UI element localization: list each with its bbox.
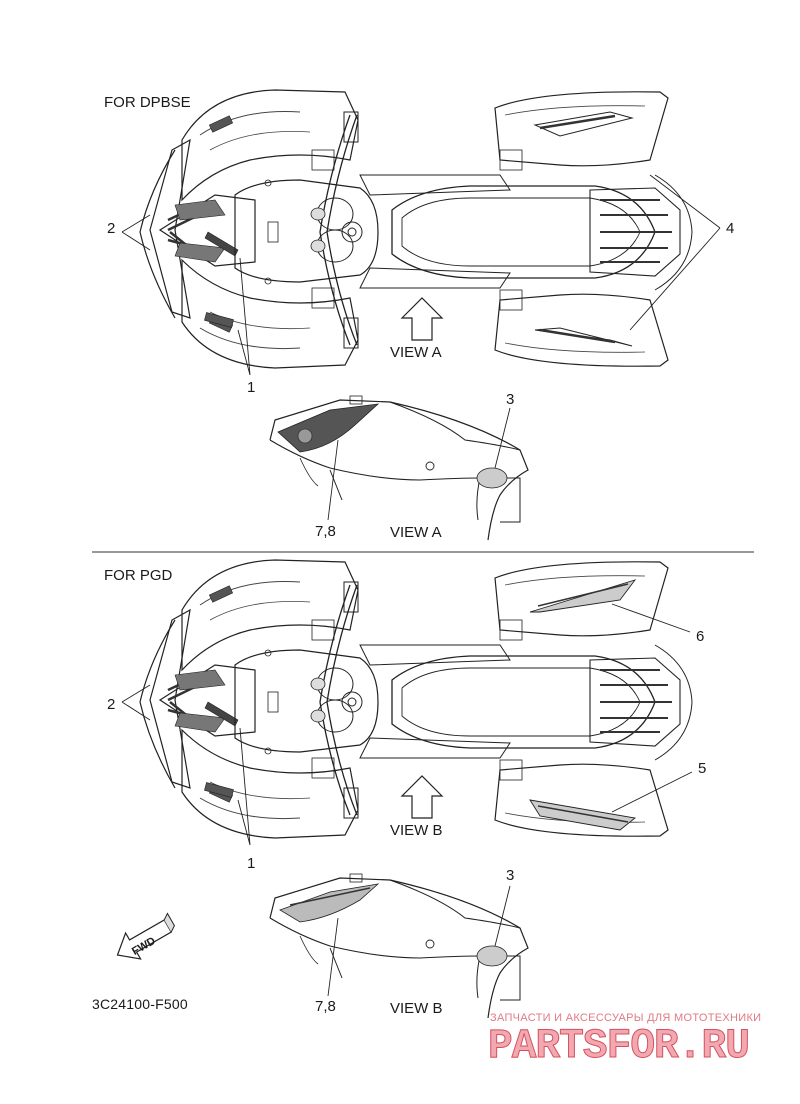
rear-decal-upper-a	[533, 111, 634, 137]
decal-3-b	[476, 945, 508, 967]
callout-2-b: 2	[107, 696, 116, 713]
view-a-arrow-icon	[400, 297, 444, 341]
rear-decal-6-b	[529, 579, 637, 613]
fwd-arrow-icon	[116, 912, 175, 960]
callout-1-a: 1	[247, 379, 256, 396]
section-a-title: FOR DPBSE	[104, 94, 191, 111]
callout-7-8-a: 7,8	[315, 523, 336, 540]
callout-4-a: 4	[726, 220, 735, 237]
section-b-title: FOR PGD	[104, 567, 173, 584]
callout-3-b: 3	[506, 867, 515, 884]
view-a-side-label: VIEW A	[390, 524, 442, 541]
side-decal-b	[279, 883, 380, 923]
top-view-a	[138, 88, 694, 370]
callout-2-a: 2	[107, 220, 116, 237]
watermark-brand[interactable]: PARTSFOR.RU	[488, 1022, 751, 1071]
callout-3-a: 3	[506, 391, 515, 408]
diagram-code: 3C24100-F500	[92, 996, 188, 1012]
section-a-drawing	[121, 88, 721, 541]
side-decal-a	[277, 403, 380, 453]
view-a-top-label: VIEW A	[390, 344, 442, 361]
watermark-caption: ЗАПЧАСТИ И АКСЕССУАРЫ ДЛЯ МОТОТЕХНИКИ	[490, 1012, 762, 1024]
section-b-drawing	[121, 558, 694, 1019]
yamaha-emblem-icon	[297, 428, 313, 444]
callout-7-8-b: 7,8	[315, 998, 336, 1015]
decal-3-a	[476, 467, 508, 489]
view-b-side-label: VIEW B	[390, 1000, 443, 1017]
callout-5-b: 5	[698, 760, 707, 777]
view-b-arrow-icon	[400, 775, 444, 819]
rear-decal-5-b	[529, 799, 637, 831]
view-b-top-label: VIEW B	[390, 822, 443, 839]
callout-6-b: 6	[696, 628, 705, 645]
callout-1-b: 1	[247, 855, 256, 872]
